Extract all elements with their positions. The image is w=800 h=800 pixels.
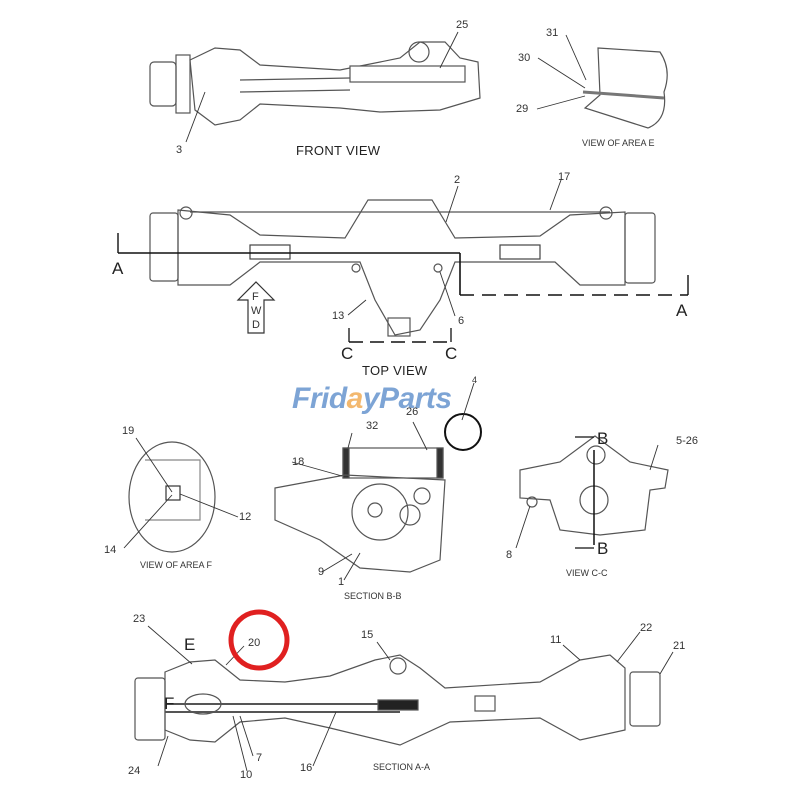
area-mark-e: E bbox=[184, 635, 196, 654]
view-cc-title: VIEW C-C bbox=[566, 568, 608, 578]
callout-12: 12 bbox=[239, 511, 252, 523]
callout-26: 26 bbox=[406, 406, 419, 418]
area-e-title: VIEW OF AREA E bbox=[582, 138, 655, 148]
section-mark-c-right: C bbox=[445, 344, 458, 363]
callout-29: 29 bbox=[516, 103, 529, 115]
callout-24: 24 bbox=[128, 765, 141, 777]
callout-17: 17 bbox=[558, 171, 571, 183]
callout-18: 18 bbox=[292, 456, 305, 468]
fwd-letter-d: D bbox=[252, 319, 260, 331]
fwd-letter-w: W bbox=[251, 305, 262, 317]
area-f-title: VIEW OF AREA F bbox=[140, 560, 213, 570]
callout-14: 14 bbox=[104, 544, 117, 556]
watermark-logo: FridayParts bbox=[292, 382, 452, 415]
callout-2: 2 bbox=[454, 174, 461, 186]
callout-23: 23 bbox=[133, 613, 146, 625]
callout-5-26: 5-26 bbox=[676, 435, 699, 447]
callout-15: 15 bbox=[361, 629, 374, 641]
callout-25: 25 bbox=[456, 19, 469, 31]
callout-31: 31 bbox=[546, 27, 559, 39]
fwd-letter-f: F bbox=[252, 291, 259, 303]
callout-20: 20 bbox=[248, 637, 261, 649]
callout-16: 16 bbox=[300, 762, 313, 774]
callout-1: 1 bbox=[338, 576, 345, 588]
callout-22: 22 bbox=[640, 622, 653, 634]
section-bb-title: SECTION B-B bbox=[344, 591, 402, 601]
callout-3: 3 bbox=[176, 144, 183, 156]
callout-10: 10 bbox=[240, 769, 253, 781]
section-mark-b-top: B bbox=[597, 429, 609, 448]
callout-4: 4 bbox=[472, 375, 478, 385]
section-mark-b-bottom: B bbox=[597, 539, 609, 558]
callout-8: 8 bbox=[506, 549, 513, 561]
callout-30: 30 bbox=[518, 52, 531, 64]
section-aa-title: SECTION A-A bbox=[373, 762, 431, 772]
section-mark-a-left: A bbox=[112, 259, 124, 278]
callout-21: 21 bbox=[673, 640, 686, 652]
top-view-title: TOP VIEW bbox=[362, 363, 428, 378]
highlight-circle bbox=[228, 609, 290, 671]
front-view-title: FRONT VIEW bbox=[296, 143, 381, 158]
section-mark-a-right: A bbox=[676, 301, 688, 320]
callout-19: 19 bbox=[122, 425, 135, 437]
area-mark-f: F bbox=[164, 694, 175, 713]
callout-32: 32 bbox=[366, 420, 379, 432]
callout-6: 6 bbox=[458, 315, 465, 327]
callout-7: 7 bbox=[256, 752, 263, 764]
section-mark-c-left: C bbox=[341, 344, 354, 363]
callout-13: 13 bbox=[332, 310, 345, 322]
callout-9: 9 bbox=[318, 566, 325, 578]
callout-11: 11 bbox=[550, 634, 562, 646]
